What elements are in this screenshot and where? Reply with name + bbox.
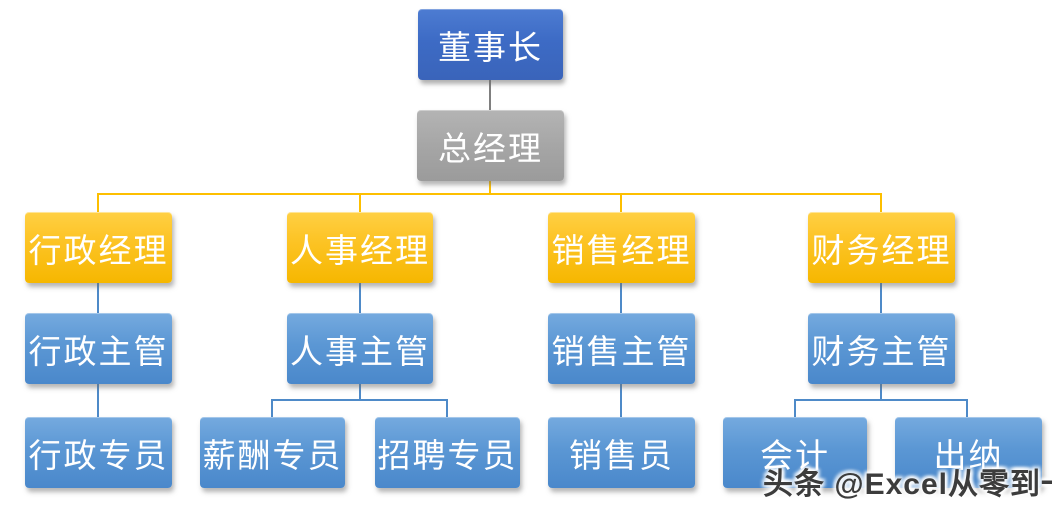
org-node-hr-manager: 人事经理 xyxy=(287,212,433,283)
org-node-hr-supervisor: 人事主管 xyxy=(287,313,433,384)
org-node-general-manager: 总经理 xyxy=(417,110,564,181)
connector-hr-supervisor-stub xyxy=(359,384,361,401)
connector-finance-supervisor-stub xyxy=(880,384,882,401)
connector-gm-stub xyxy=(489,181,491,193)
org-node-sales-supervisor: 销售主管 xyxy=(548,313,695,384)
connector-sales-supervisor-to-salesperson xyxy=(620,384,622,417)
connector-gm-to-managers-horizontal xyxy=(97,193,882,195)
org-node-accountant: 会计 xyxy=(723,417,867,488)
connector-drop-recruitment xyxy=(446,399,448,417)
connector-drop-cashier xyxy=(966,399,968,417)
org-node-admin-manager: 行政经理 xyxy=(25,212,172,283)
org-node-admin-specialist: 行政专员 xyxy=(25,417,172,488)
toutiao-watermark: 头条 @Excel从零到一 xyxy=(763,468,1052,501)
connector-drop-hr-manager xyxy=(359,193,361,212)
connector-drop-accountant xyxy=(794,399,796,417)
org-node-cashier: 出纳 xyxy=(895,417,1042,488)
connector-drop-compensation xyxy=(271,399,273,417)
connector-finance-manager-to-supervisor xyxy=(880,283,882,313)
connector-admin-manager-to-supervisor xyxy=(97,283,99,313)
connector-admin-supervisor-to-specialist xyxy=(97,384,99,417)
connector-drop-finance-manager xyxy=(880,193,882,212)
connector-hr-manager-to-supervisor xyxy=(359,283,361,313)
org-node-compensation-specialist: 薪酬专员 xyxy=(200,417,345,488)
connector-drop-sales-manager xyxy=(620,193,622,212)
connector-finance-children-horizontal xyxy=(794,399,968,401)
org-node-sales-manager: 销售经理 xyxy=(548,212,695,283)
org-node-admin-supervisor: 行政主管 xyxy=(25,313,172,384)
connector-drop-admin-manager xyxy=(97,193,99,212)
org-node-chairman: 董事长 xyxy=(418,9,563,80)
org-node-finance-manager: 财务经理 xyxy=(808,212,955,283)
org-node-finance-supervisor: 财务主管 xyxy=(808,313,955,384)
connector-sales-manager-to-supervisor xyxy=(620,283,622,313)
connector-hr-children-horizontal xyxy=(271,399,448,401)
org-node-salesperson: 销售员 xyxy=(548,417,695,488)
connector-chairman-to-gm xyxy=(489,80,491,110)
org-node-recruitment-specialist: 招聘专员 xyxy=(375,417,520,488)
